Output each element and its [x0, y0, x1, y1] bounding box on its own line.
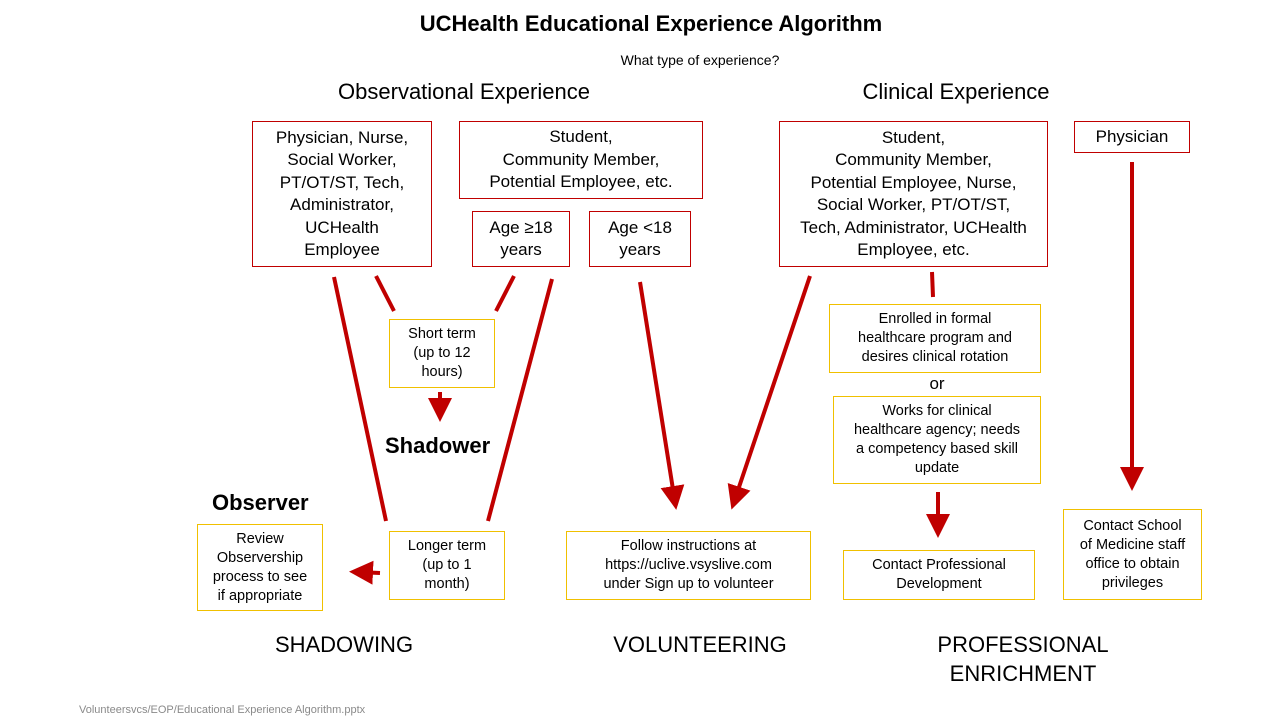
- box-age-under-18: Age <18 years: [589, 211, 691, 267]
- arrow-clinical-to-follow: [727, 275, 812, 510]
- box-contact-professional-development: Contact Professional Development: [843, 550, 1035, 600]
- line-age18-to-longer: [486, 278, 554, 522]
- file-path: Volunteersvcs/EOP/Educational Experience…: [79, 704, 366, 716]
- outcome-shadowing: SHADOWING: [274, 632, 414, 657]
- box-longer-term: Longer term (up to 1 month): [389, 531, 505, 600]
- outcome-volunteering: VOLUNTEERING: [613, 632, 787, 657]
- arrow-under18-to-follow: [638, 281, 685, 510]
- box-age-18-plus: Age ≥18 years: [472, 211, 570, 267]
- box-student-clinical: Student, Community Member, Potential Emp…: [779, 121, 1048, 267]
- label-observer: Observer: [212, 490, 309, 515]
- box-review-observership: Review Observership process to see if ap…: [197, 524, 323, 611]
- line-physician-to-short: [374, 275, 396, 312]
- line-physician-to-longer: [332, 276, 388, 522]
- box-enrolled: Enrolled in formal healthcare program an…: [829, 304, 1041, 373]
- or-label: or: [929, 374, 945, 393]
- box-contact-som: Contact School of Medicine staff office …: [1063, 509, 1202, 600]
- line-age18-to-short: [494, 275, 516, 312]
- box-follow-instructions: Follow instructions at https://uclive.vs…: [566, 531, 811, 600]
- box-physician: Physician: [1074, 121, 1190, 153]
- outcome-professional-enrichment: PROFESSIONAL ENRICHMENT: [937, 632, 1109, 686]
- page-title: UCHealth Educational Experience Algorith…: [419, 11, 883, 36]
- section-clinical: Clinical Experience: [862, 79, 1050, 104]
- label-shadower: Shadower: [385, 433, 491, 458]
- box-physician-nurse: Physician, Nurse, Social Worker, PT/OT/S…: [252, 121, 432, 267]
- box-works-for: Works for clinical healthcare agency; ne…: [833, 396, 1041, 484]
- box-short-term: Short term (up to 12 hours): [389, 319, 495, 388]
- box-student-observational: Student, Community Member, Potential Emp…: [459, 121, 703, 199]
- subtitle: What type of experience?: [620, 52, 780, 68]
- line-clinical-to-enrolled: [930, 271, 935, 298]
- arrow-longer-to-review: [349, 560, 381, 585]
- section-observational: Observational Experience: [338, 79, 590, 104]
